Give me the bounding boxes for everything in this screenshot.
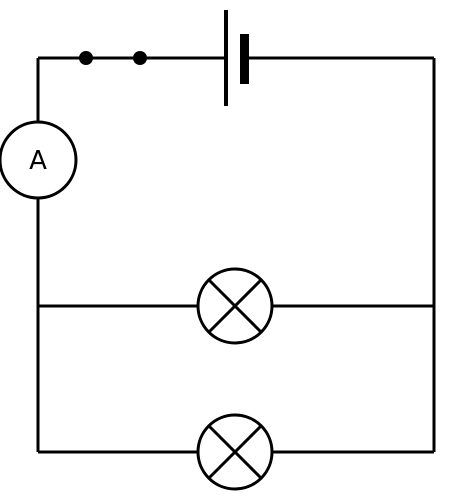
switch-terminal: [79, 51, 93, 65]
lamp-icon: [196, 267, 274, 345]
ammeter-body: [0, 120, 78, 200]
lamp-icon: [196, 413, 274, 491]
ammeter-icon: A: [0, 120, 78, 200]
cell-positive-plate: [224, 10, 228, 106]
cell-negative-plate: [240, 34, 249, 84]
cell-icon: [224, 10, 249, 106]
switch-terminal: [133, 51, 147, 65]
ammeter-label: A: [29, 146, 47, 176]
open-switch-icon: [79, 51, 147, 65]
